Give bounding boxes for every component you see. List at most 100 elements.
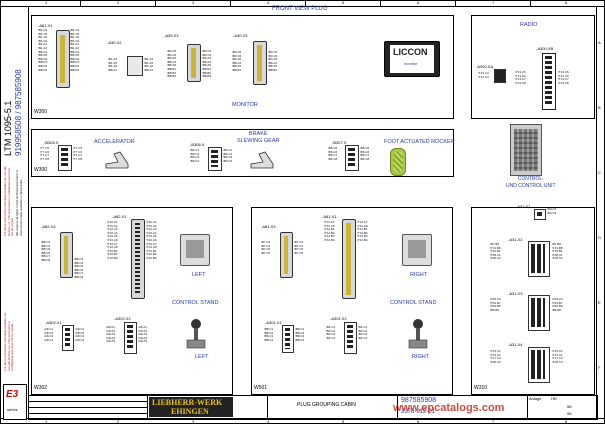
ruler-number: 6 <box>417 0 420 5</box>
ruler-number: 2 <box>117 419 120 424</box>
control-unit-keypad <box>514 129 538 171</box>
connector-id: -A82.X1 <box>112 214 127 219</box>
ruler-tick <box>305 0 306 6</box>
connector-pins: /B7.B6 /T13.B8 /T10.B1 /T08.C1 /T08.C2 <box>552 242 563 261</box>
ruler-tick <box>80 0 81 6</box>
ruler-letter: C <box>598 170 601 175</box>
ruler-tick <box>455 0 456 6</box>
drawing-title-cell: PLUG GROUPING CABIN <box>267 396 398 419</box>
connector-id: -A301.X1 <box>265 320 282 325</box>
left-info-bar: LTM 1095-5.1 919958508 / 987585908 Für d… <box>0 6 29 420</box>
connector-id: -A81.X1 <box>322 214 337 219</box>
connector-block <box>344 322 357 354</box>
row-divider <box>29 401 147 402</box>
section-w300-top: W300 MONITOR -A81.X1 /B1.C3 /B1.C5 /B1.C… <box>31 15 454 119</box>
dsub-connector <box>60 232 73 278</box>
foot-rocker-connector <box>345 145 359 171</box>
sheet-num: 58 <box>567 404 572 409</box>
connector-pins: /B8.C3 /B8.C4 /B8.C5 /B8.C6 /B8.C7 /B8.C… <box>41 240 51 262</box>
ruler-tick <box>380 0 381 6</box>
display-screen <box>186 240 204 258</box>
connector-block <box>124 322 137 354</box>
control-unit-device <box>510 124 542 176</box>
drawing-title: PLUG GROUPING CABIN <box>297 402 356 408</box>
ruler-number: 8 <box>565 0 568 5</box>
accelerator-pedal-icon <box>105 151 129 169</box>
connector-pins: /T10.A1 /T10.A2 /T10.A3 /T10.A4 /T10.A5 … <box>107 220 118 260</box>
legal-note-3: Für diese technische Unterlage behalten … <box>3 312 14 371</box>
foot-rocker-title: FOOT ACTUATED ROCKER <box>384 139 455 145</box>
connector-pins: /B7.C3 /B7.C4 /B7.C5 /B7.C6 <box>294 240 304 255</box>
control-stand-display-right <box>402 234 432 266</box>
dsub-connector <box>253 41 267 85</box>
connector-pins: /B8.C3 /B8.C4 /B8.C5 /B8.C6 /B8.C7 /B8.C… <box>74 257 84 279</box>
dsub-connector <box>187 44 201 82</box>
right-ruler <box>596 6 605 418</box>
connector-id: -B307.X <box>332 140 347 145</box>
ruler-number: 1 <box>45 419 48 424</box>
brake-pedal-icon <box>250 151 274 169</box>
section-tag: W310 <box>474 385 488 391</box>
radio-connector-b <box>542 53 556 110</box>
monitor-screen: LICCON monitor <box>390 45 434 73</box>
ruler-letter: F <box>598 365 601 370</box>
section-tag: W300 <box>34 109 48 115</box>
connector-pin-strip <box>346 223 351 295</box>
ruler-number: 6 <box>417 419 420 424</box>
dsub-connector <box>280 232 293 278</box>
monitor-brand: LICCON <box>393 47 428 57</box>
monitor-sub: monitor <box>404 61 418 66</box>
connector-pins: /A8.C1 /A8.C2 /A8.C3 /A8.C4 <box>75 327 85 342</box>
ruler-number: 5 <box>342 0 345 5</box>
foot-rocker-pedal-icon <box>390 148 406 176</box>
connector-block <box>528 241 550 277</box>
joystick-icon <box>186 319 206 349</box>
ruler-number: 5 <box>342 419 345 424</box>
ruler-number: 2 <box>117 0 120 5</box>
side-label-2: RIGHT <box>412 354 430 360</box>
connector-id: -A81.X3 <box>261 224 276 229</box>
connector-pins: /B3.C5 /B3.C6 /B3.A5 /B8.A4 /B8.A5 /B8.B… <box>268 50 278 72</box>
brake-connector <box>208 147 222 171</box>
connector-pins: /B0.C1 /B0.C2 /B0.C3 /B0.C4 <box>190 148 200 163</box>
sheet-cell: Anlage HD 58 58 <box>527 396 597 419</box>
part-numbers: 919958508 / 987585908 <box>14 69 23 156</box>
connector-id: -A301.X2 <box>330 316 347 321</box>
row-divider <box>29 407 147 408</box>
side-label-2: LEFT <box>195 354 209 360</box>
connector-pins: /A8.A1 /A8.A2 /A8.A3 /A8.A4 /A8.A5 <box>106 325 116 344</box>
control-stand-title: CONTROL STAND <box>172 300 219 306</box>
pedal-texture <box>393 152 403 172</box>
connector-block <box>62 325 74 351</box>
connector-pin-strip <box>284 236 288 274</box>
radio-connector-a <box>494 69 506 83</box>
doc-number: LTM 1095-5.1 <box>3 100 13 156</box>
radio-title: RADIO <box>520 22 538 28</box>
connector-pin-strip <box>191 48 196 78</box>
connector-id: -B306.X <box>190 142 205 147</box>
e3-logo: E3 series <box>3 384 27 420</box>
ruler-letter: D <box>598 235 601 240</box>
liebherr-logo: LIEBHERR-WERK EHINGEN <box>149 397 233 417</box>
sheet-value: HD <box>551 396 557 401</box>
connector-id: -A30.X2 <box>107 40 122 45</box>
connector-pins: /T15.C1 /T13.C1 /T17.C3 /T08.C3 <box>552 349 563 364</box>
connector-block <box>528 347 550 383</box>
pin-array <box>531 298 545 327</box>
side-label: RIGHT <box>410 272 428 278</box>
connector-id: -A31.X1 <box>516 204 531 209</box>
brand-city: EHINGEN <box>171 407 209 416</box>
connector-pins: /B2.C1 /B2.C2 /B2.C3 /B2.C4 <box>326 325 336 340</box>
brake-title: BRAKE SLEWING GEAR <box>237 131 280 144</box>
title-block: Name Bearb. Gepr. Norm Datum 08.09.2009 … <box>28 395 598 420</box>
connector-pins: /B1.C3 /B1.C5 /B1.C6 /B1.C9 /B1.A1 /B1.A… <box>70 28 80 72</box>
connector-id: -A300.XB <box>536 46 554 51</box>
connector-pins: /B7.B6 /T13.B8 /T10.B1 /T08.C1 /T08.C2 <box>490 242 501 261</box>
connector-pins: /T7.C5 /T7.C6 /T7.C7 /T7.C8 <box>73 146 83 161</box>
control-unit-title: CONTROL- UND CONTROL UNIT <box>506 176 556 189</box>
connector-id: -A31.X2 <box>508 237 523 242</box>
dsub-connector <box>56 30 70 88</box>
ruler-number: 4 <box>267 0 270 5</box>
ruler-tick <box>155 0 156 6</box>
watermark: www.epcatalogs.com <box>393 402 505 414</box>
